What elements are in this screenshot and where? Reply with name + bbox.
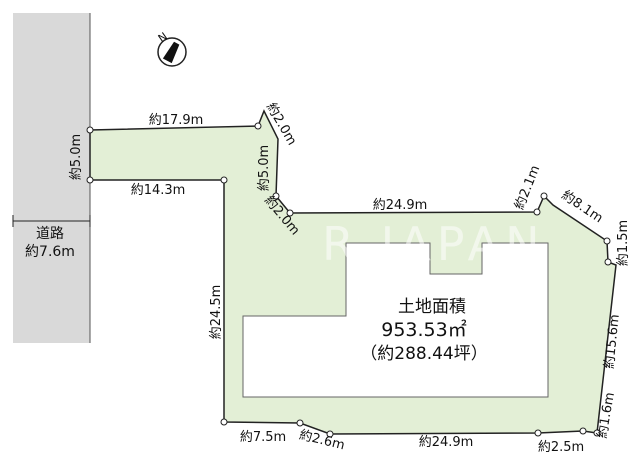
dim-edge-1-5: 約1.5m	[616, 220, 631, 266]
area-title: 土地面積	[398, 297, 466, 317]
vertex-marker	[604, 258, 612, 266]
dim-right-15-6: 約15.6m	[602, 314, 623, 370]
vertex-marker	[593, 429, 601, 437]
dim-notch-5-0: 約5.0m	[257, 145, 272, 191]
road-label-bg	[18, 222, 82, 262]
area-value: 953.53㎡	[381, 318, 466, 341]
dim-bottom-24-9: 約24.9m	[419, 435, 474, 450]
vertex-marker	[540, 192, 548, 200]
road-label-name: 道路	[36, 226, 64, 242]
vertex-marker	[326, 430, 334, 438]
dim-bottom-2-5: 約2.5m	[538, 440, 584, 455]
vertex-marker	[272, 192, 280, 200]
vertex-marker	[286, 209, 294, 217]
watermark-text: R JAPAN	[322, 217, 545, 271]
road-label-width: 約7.6m	[25, 244, 75, 260]
dim-bottom-7-5: 約7.5m	[240, 430, 286, 445]
vertex-marker	[86, 126, 94, 134]
dim-corner-2-1: 約2.1m	[512, 163, 543, 212]
building-footprint	[242, 242, 549, 398]
vertex-marker	[254, 122, 262, 130]
vertex-marker	[579, 427, 587, 435]
vertex-marker	[86, 176, 94, 184]
dim-left-24-5: 約24.5m	[209, 285, 224, 340]
road-strip	[13, 13, 90, 343]
vertex-marker	[603, 237, 611, 245]
dim-inner-14-3: 約14.3m	[131, 183, 186, 198]
vertex-marker	[220, 176, 228, 184]
dim-top-24-9: 約24.9m	[373, 198, 428, 213]
compass-north-icon: N	[156, 30, 187, 67]
area-tsubo: （約288.44坪）	[360, 344, 487, 364]
vertex-marker	[296, 419, 304, 427]
vertex-marker	[533, 208, 541, 216]
dim-left-short: 約5.0m	[69, 134, 84, 180]
vertex-markers	[86, 122, 612, 438]
vertex-marker	[220, 418, 228, 426]
vertex-marker	[534, 429, 542, 437]
dim-top-17-9: 約17.9m	[149, 113, 204, 128]
